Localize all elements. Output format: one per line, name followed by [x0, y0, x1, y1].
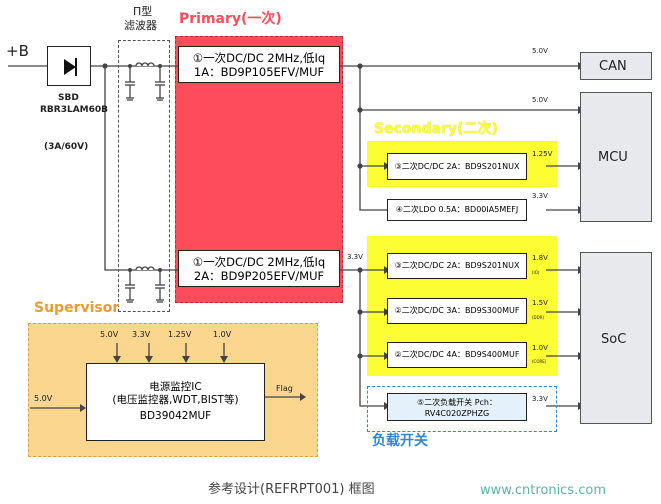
soc-dcdc-b-voltage: 1.5V	[532, 299, 548, 307]
load-switch-block: ⑤二次负载开关 Pch： RV4C020ZPHZG	[387, 393, 527, 421]
supervisor-ic-line2: (电压监控器,WDT,BIST等)	[112, 394, 239, 406]
supervisor-input-3: 1.25V	[168, 330, 192, 339]
primary-dcdc-2-line1: ①一次DC/DC 2MHz,低Iq	[192, 255, 326, 269]
primary-title: Primary(一次)	[179, 11, 282, 27]
watermark: www.cntronics.com	[480, 483, 607, 498]
mcu-dcdc-voltage: 1.25V	[532, 150, 553, 158]
diode-icon	[64, 58, 77, 76]
soc-dcdc-b-note: (DDR)	[532, 315, 545, 320]
soc-dcdc-a-note: (IO)	[532, 270, 540, 275]
soc-dcdc-a-voltage: 1.8V	[532, 254, 548, 262]
supervisor-ic-part: BD39042MUF	[139, 410, 212, 422]
supervisor-ic-line1: 电源监控IC	[149, 381, 202, 393]
sbd-block	[47, 46, 91, 86]
mcu-dcdc-block: ③二次DC/DC 2A：BD9S201NUX	[387, 153, 527, 180]
primary-dcdc-1: ①一次DC/DC 2MHz,低Iq 1A：BD9P105EFV/MUF	[178, 46, 340, 83]
secondary-title: Secondary(二次)	[374, 121, 498, 137]
soc-dcdc-c-label: ②二次DC/DC 4A：BD9S400MUF	[394, 350, 520, 359]
sbd-rating: (3A/60V)	[44, 142, 89, 152]
supervisor-title: Supervisor	[34, 300, 120, 316]
soc-rail-voltage: 3.3V	[347, 253, 363, 261]
sbd-part: RBR3LAM60B	[40, 105, 109, 115]
soc-label: SoC	[601, 332, 627, 347]
pi-filter-title-2: 滤波器	[124, 19, 157, 32]
mcu-ldo-label: ④二次LDO 0.5A：BD00IA5MEFJ	[395, 205, 519, 214]
sbd-label: SBD	[58, 93, 79, 103]
mcu-voltage: 5.0V	[532, 96, 548, 104]
mcu-dcdc-label: ③二次DC/DC 2A：BD9S201NUX	[394, 162, 520, 171]
supervisor-input-2: 3.3V	[132, 330, 151, 339]
primary-dcdc-2-line2: 2A：BD9P205EFV/MUF	[193, 269, 325, 283]
input-label: +B	[6, 42, 29, 60]
soc-dcdc-a-block: ③二次DC/DC 2A：BD9S201NUX	[387, 253, 527, 279]
pi-filter-frame	[118, 40, 170, 312]
can-label: CAN	[599, 59, 627, 74]
mcu-block	[580, 92, 652, 222]
supervisor-output: Flag	[276, 384, 293, 393]
pi-filter-title-1: Π型	[133, 5, 153, 18]
supervisor-input-1: 5.0V	[100, 330, 119, 339]
supervisor-input-4: 1.0V	[213, 330, 232, 339]
load-switch-line1: ⑤二次负载开关 Pch：	[416, 398, 497, 407]
mcu-ldo-block: ④二次LDO 0.5A：BD00IA5MEFJ	[387, 199, 527, 221]
diagram-caption: 参考设计(REFRPT001) 框图	[208, 482, 375, 497]
primary-dcdc-1-line2: 1A：BD9P105EFV/MUF	[193, 65, 325, 79]
supervisor-vin: 5.0V	[34, 394, 53, 403]
soc-dcdc-c-note: (CORE)	[532, 359, 547, 364]
soc-dcdc-a-label: ③二次DC/DC 2A：BD9S201NUX	[394, 261, 520, 270]
soc-dcdc-c-block: ②二次DC/DC 4A：BD9S400MUF	[387, 342, 527, 368]
can-voltage: 5.0V	[532, 47, 548, 55]
mcu-label: MCU	[598, 150, 628, 165]
soc-block	[580, 252, 652, 424]
load-switch-voltage: 3.3V	[532, 395, 548, 403]
load-switch-frame	[367, 386, 557, 432]
primary-dcdc-2: ①一次DC/DC 2MHz,低Iq 2A：BD9P205EFV/MUF	[178, 250, 340, 287]
supervisor-ic-block: 电源监控IC (电压监控器,WDT,BIST等) BD39042MUF	[86, 363, 265, 441]
soc-dcdc-c-voltage: 1.0V	[532, 344, 548, 352]
load-switch-title: 负载开关	[372, 433, 428, 449]
load-switch-line2: RV4C020ZPHZG	[424, 409, 490, 418]
primary-dcdc-1-line1: ①一次DC/DC 2MHz,低Iq	[192, 51, 326, 65]
soc-dcdc-b-label: ②二次DC/DC 3A：BD9S300MUF	[394, 306, 520, 315]
can-block	[580, 52, 652, 80]
soc-dcdc-b-block: ②二次DC/DC 3A：BD9S300MUF	[387, 298, 527, 324]
mcu-ldo-voltage: 3.3V	[532, 192, 548, 200]
